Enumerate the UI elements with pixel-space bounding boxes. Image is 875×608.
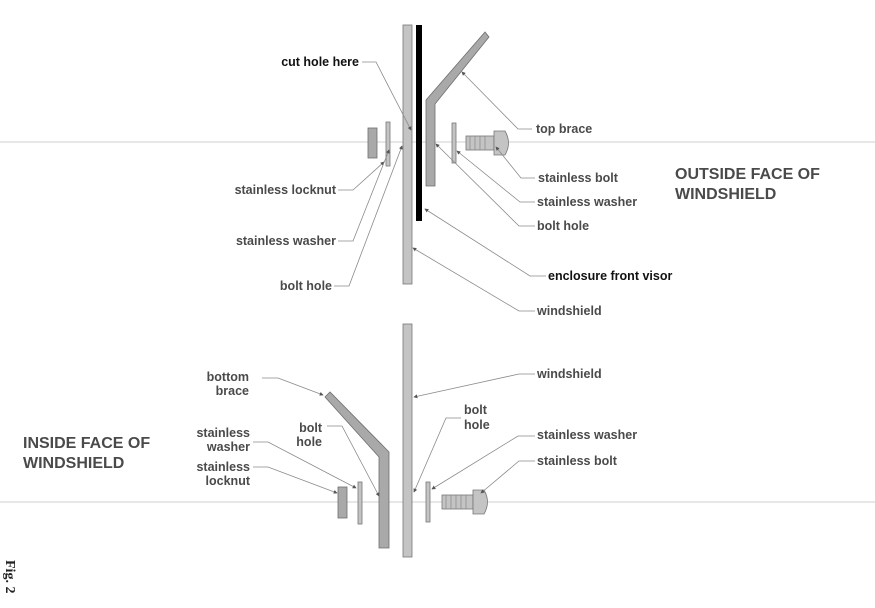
upper-washer-right-label: stainless washer	[537, 195, 637, 209]
upper-windshield-label: windshield	[536, 304, 602, 318]
lower-bolt-hole-left-label-line2: hole	[296, 435, 322, 449]
lower-locknut-label-line2: locknut	[206, 474, 251, 488]
figure-label: Fig. 2	[2, 560, 17, 593]
lower-leaders	[253, 373, 535, 497]
lower-bolt-hole-right-label-line1: bolt	[464, 403, 488, 417]
lower-bolt-hole-left-label-line1: bolt	[299, 421, 323, 435]
lower-washer-left-label-line2: washer	[206, 440, 250, 454]
lower-washer-left-label-line1: stainless	[196, 426, 250, 440]
upper-bolt-label: stainless bolt	[538, 171, 619, 185]
inside-face-title-line1: INSIDE FACE OF	[23, 435, 150, 452]
upper-washer-left-part	[385, 121, 391, 167]
upper-leaders	[334, 61, 546, 312]
inside-face-title-line2: WINDSHIELD	[23, 455, 124, 472]
top-brace-part	[425, 31, 490, 187]
upper-locknut-label: stainless locknut	[235, 183, 337, 197]
lower-washer-left-part	[357, 481, 363, 525]
bottom-brace-part	[324, 391, 390, 549]
lower-washer-right-label: stainless washer	[537, 428, 637, 442]
upper-washer-right-part	[451, 122, 457, 164]
lower-windshield-label: windshield	[536, 367, 602, 381]
lower-assembly	[324, 323, 488, 558]
lower-locknut-part	[337, 486, 348, 519]
lower-bolt-label: stainless bolt	[537, 454, 618, 468]
lower-bolt-part	[441, 489, 488, 515]
bottom-brace-label-line2: brace	[216, 384, 249, 398]
lower-locknut-label-line1: stainless	[196, 460, 250, 474]
enclosure-front-visor-panel	[416, 25, 422, 221]
upper-bolt-part	[465, 130, 509, 156]
bottom-brace-label-line1: bottom	[207, 370, 249, 384]
outside-face-title-line2: WINDSHIELD	[675, 186, 776, 203]
lower-bolt-hole-right-label-line2: hole	[464, 418, 490, 432]
upper-washer-left-label: stainless washer	[236, 234, 336, 248]
visor-label: enclosure front visor	[548, 269, 672, 283]
upper-locknut-part	[367, 127, 378, 159]
upper-assembly	[367, 24, 509, 285]
lower-windshield-panel	[402, 323, 413, 558]
lower-washer-right-part	[425, 481, 431, 523]
cut-hole-label: cut hole here	[281, 55, 359, 69]
upper-bolt-hole-right-label: bolt hole	[537, 219, 589, 233]
outside-face-title-line1: OUTSIDE FACE OF	[675, 166, 820, 183]
upper-windshield-panel	[402, 24, 413, 285]
top-brace-label: top brace	[536, 122, 592, 136]
upper-bolt-hole-left-label: bolt hole	[280, 279, 332, 293]
